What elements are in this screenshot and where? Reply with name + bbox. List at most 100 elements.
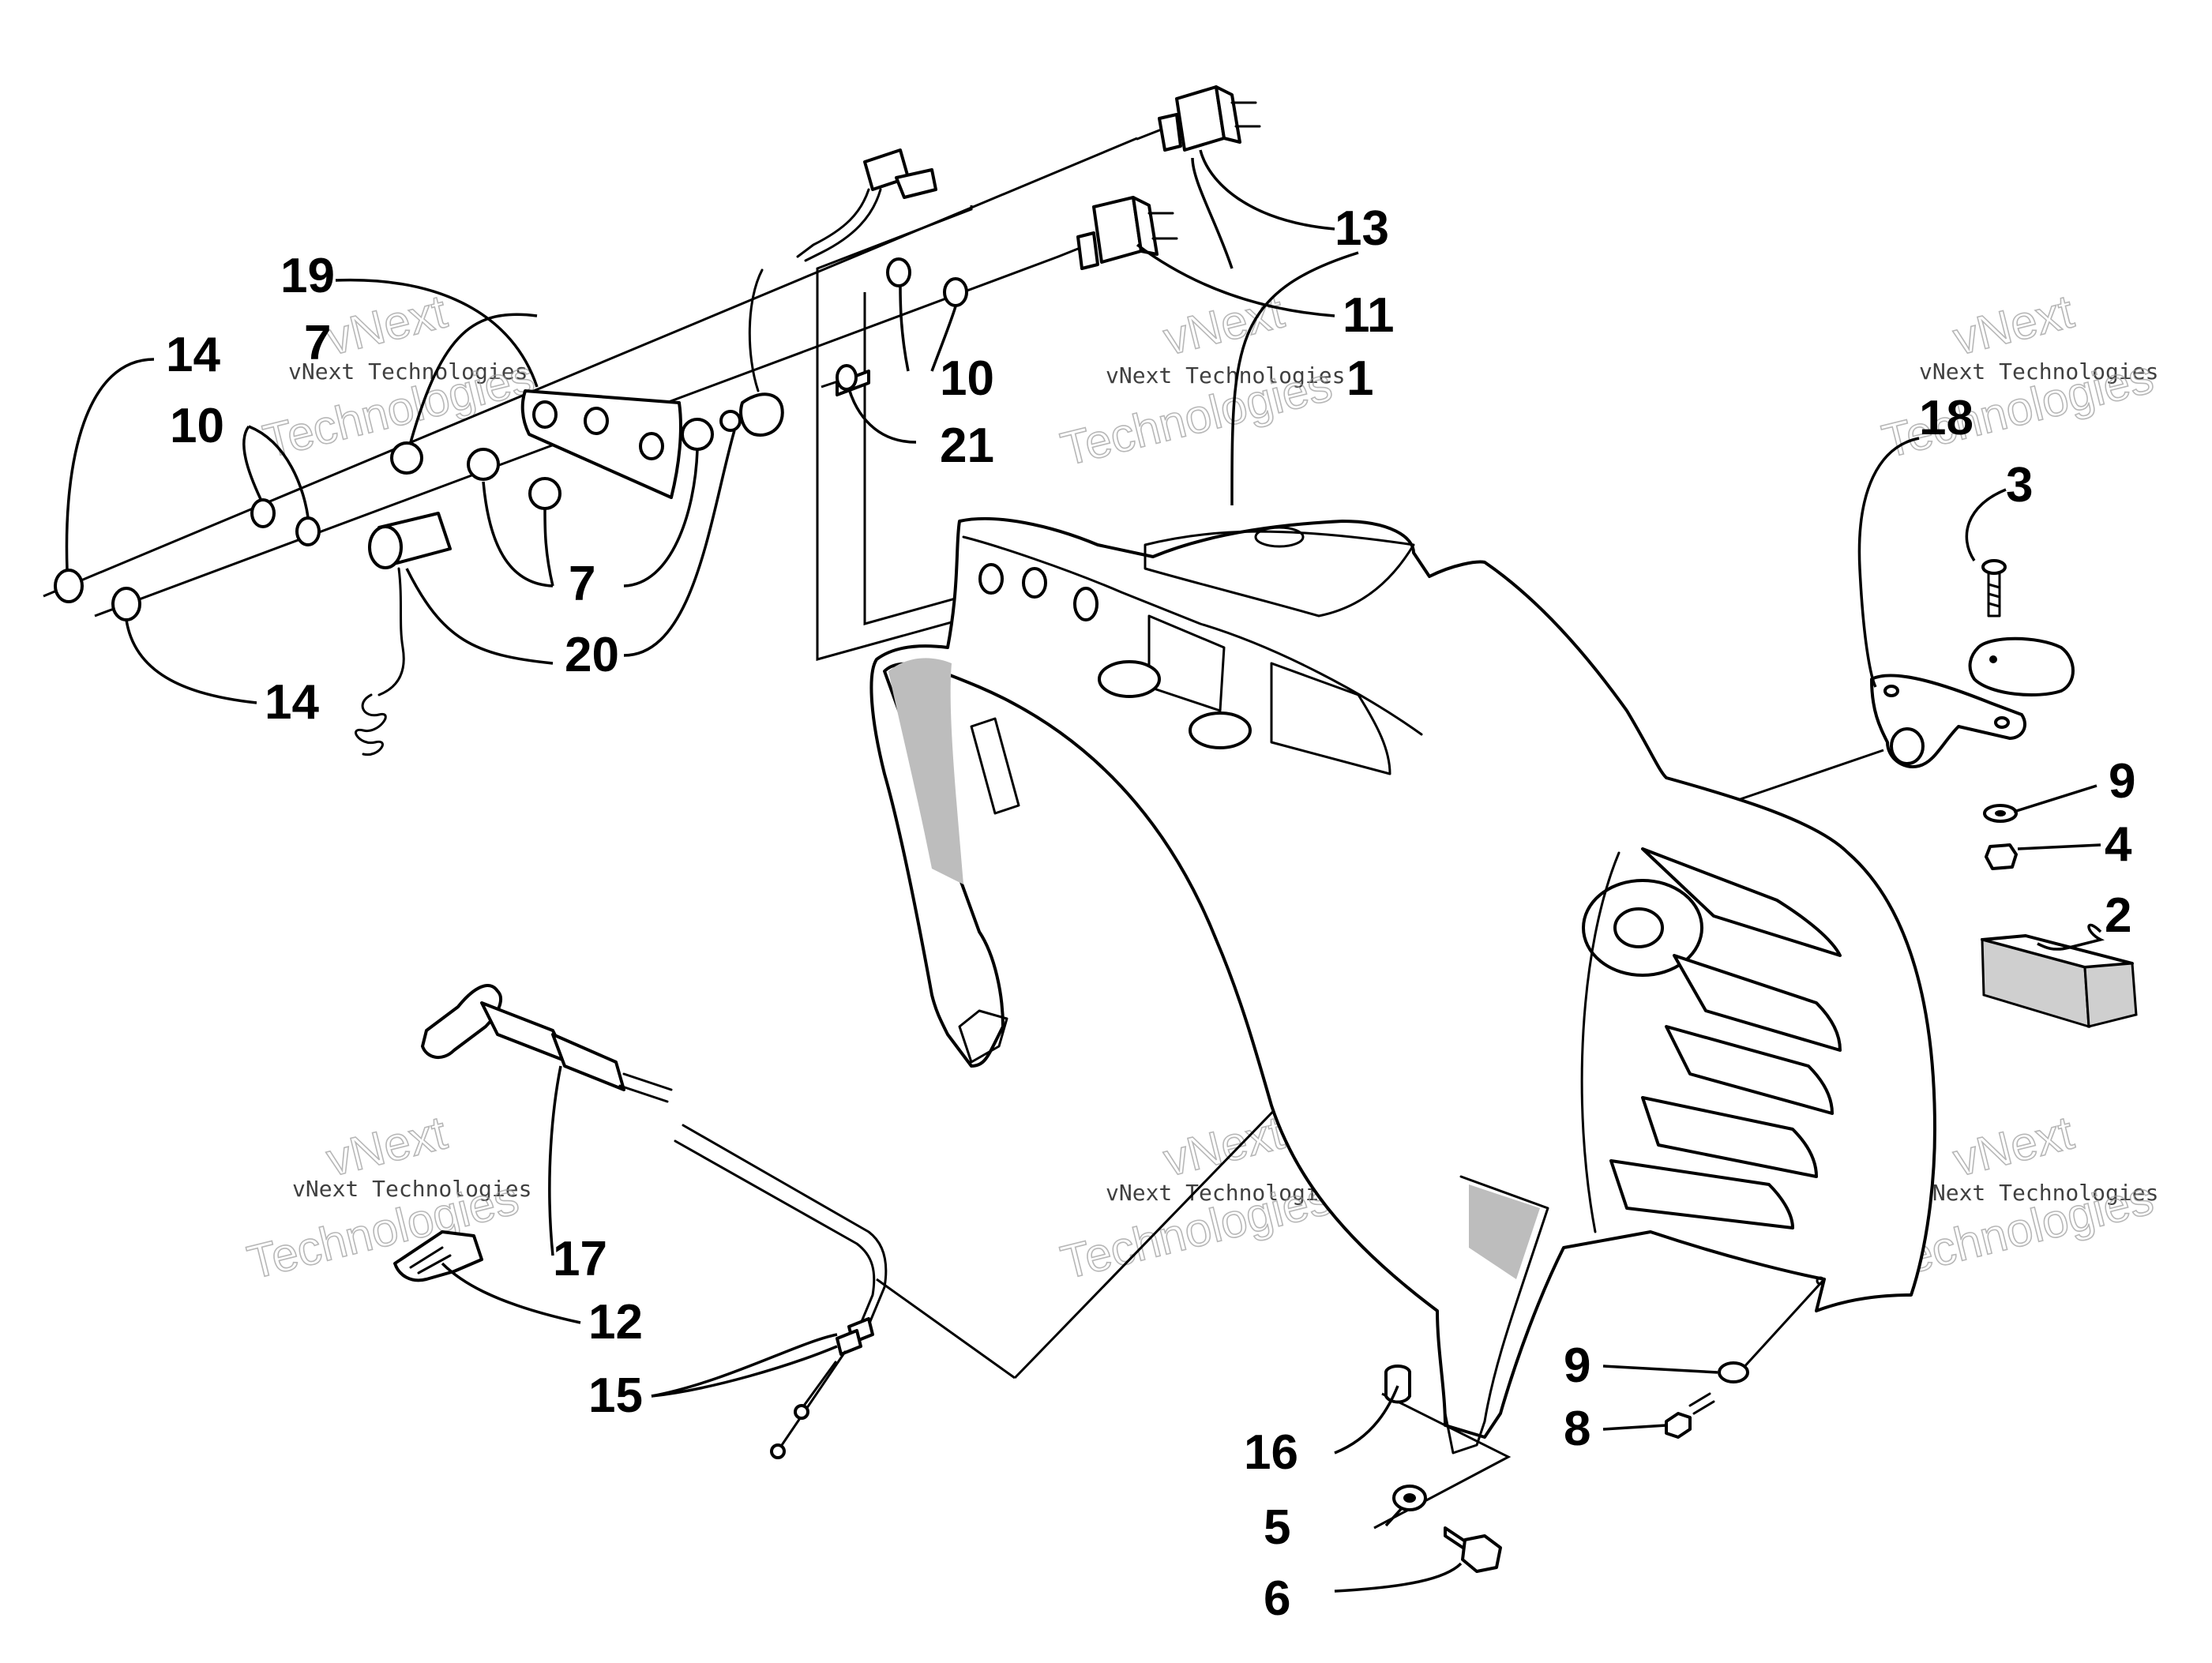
leader-9-b bbox=[1602, 1365, 1718, 1374]
hood-lower-panel bbox=[1459, 1175, 1549, 1423]
cable-17-wire-1 bbox=[682, 1124, 888, 1336]
callout-21: 21 bbox=[940, 419, 994, 473]
harness-wire-1 bbox=[796, 188, 870, 258]
leader-7-a bbox=[409, 313, 538, 443]
screw-8-thread bbox=[1688, 1392, 1715, 1415]
key-switch-face bbox=[368, 525, 403, 569]
nut-4 bbox=[1985, 843, 2018, 870]
cable-end-15-a bbox=[770, 1443, 786, 1459]
switch-11-side bbox=[1132, 196, 1159, 256]
hood-opening-right bbox=[1270, 662, 1391, 775]
hood-assembly bbox=[869, 516, 1936, 1455]
washer-5-hole bbox=[1403, 1493, 1416, 1503]
screw-3-head bbox=[1981, 559, 2007, 575]
leader-18 bbox=[1857, 437, 1920, 688]
bushing-16 bbox=[1384, 1365, 1411, 1404]
hood-hole-1 bbox=[978, 563, 1004, 595]
hood-screw-hole bbox=[1816, 1276, 1825, 1286]
washer-9-upper-hole bbox=[1995, 810, 2006, 816]
callout-14-a: 14 bbox=[166, 328, 220, 382]
decal-19-hole-1 bbox=[532, 400, 558, 429]
screw-3-thread bbox=[1987, 583, 2001, 608]
leader-1-to-hood bbox=[1230, 251, 1359, 506]
bracket-18-hole-1 bbox=[1883, 685, 1899, 697]
leader-lines bbox=[65, 149, 2105, 1593]
hood-headlight-hole bbox=[1613, 907, 1664, 948]
watermark-line1: vNext Technologies bbox=[288, 359, 528, 385]
washer-10-upper bbox=[886, 257, 968, 307]
leader-21 bbox=[847, 388, 917, 444]
grille-louver-1 bbox=[1641, 847, 1842, 957]
axis-cable-end bbox=[876, 1278, 1016, 1380]
hood-lower-shade bbox=[1469, 1184, 1540, 1279]
bracket-18-pad bbox=[1968, 636, 2075, 696]
leader-10-d bbox=[248, 425, 310, 518]
washer-9-nut-4 bbox=[1983, 804, 2018, 870]
callout-7-a: 7 bbox=[304, 316, 331, 370]
cable-end-15-a-wire bbox=[780, 1350, 847, 1447]
watermark-line1: vNext Technologies bbox=[1919, 1180, 2158, 1206]
leader-11 bbox=[1136, 243, 1335, 317]
leader-10-b bbox=[930, 306, 957, 372]
grille-louver-5 bbox=[1609, 1159, 1794, 1229]
callout-9-b: 9 bbox=[1564, 1338, 1590, 1393]
callout-4: 4 bbox=[2105, 817, 2132, 872]
cable-assembly-17 bbox=[421, 983, 888, 1356]
washer-9-screw-8 bbox=[1665, 1361, 1749, 1439]
toggle-switch-11 bbox=[1057, 196, 1178, 270]
hood-left-tab bbox=[958, 1009, 1008, 1064]
hood-hole-2 bbox=[1022, 567, 1047, 599]
washer-9-lower bbox=[1718, 1361, 1749, 1383]
watermark-brand: vNext bbox=[321, 284, 452, 365]
leader-17 bbox=[548, 1065, 562, 1256]
key-switch-coil bbox=[355, 693, 387, 756]
ground-wire-20-top bbox=[719, 268, 784, 437]
callout-14-b: 14 bbox=[265, 675, 319, 730]
watermark-line1: vNext Technologies bbox=[292, 1176, 531, 1202]
switch-11-lever bbox=[1057, 247, 1080, 258]
switch-11-bushing bbox=[1076, 231, 1099, 270]
hood-windshield-tab bbox=[1144, 530, 1415, 618]
leader-13 bbox=[1199, 149, 1335, 231]
leader-7-d bbox=[623, 449, 699, 587]
hood-bump-1 bbox=[1098, 660, 1161, 698]
watermark-brand: vNext bbox=[1948, 284, 2079, 365]
leader-5 bbox=[1384, 1507, 1403, 1527]
screw-6-head bbox=[1461, 1534, 1502, 1573]
axis-washer-9 bbox=[1740, 1278, 1826, 1372]
hood-lower-tab bbox=[1444, 1412, 1486, 1455]
grille-louver-2 bbox=[1673, 954, 1842, 1052]
leader-14-b bbox=[125, 619, 257, 704]
watermark-top-left: vNext vNext Technologies Technologies bbox=[257, 284, 540, 469]
hood-opening-left bbox=[1147, 614, 1226, 712]
bracket-18-eye bbox=[1890, 727, 1925, 765]
bracket-18-pad-hole bbox=[1989, 655, 1997, 663]
callout-12: 12 bbox=[588, 1295, 643, 1350]
washer-10-c bbox=[250, 498, 276, 528]
watermark-brand: vNext bbox=[321, 1106, 452, 1186]
wire-harness-connector bbox=[796, 148, 937, 262]
leader-19 bbox=[335, 278, 539, 388]
callout-11: 11 bbox=[1343, 288, 1395, 343]
decal-19-plate bbox=[520, 389, 682, 499]
leader-15-b bbox=[651, 1345, 838, 1398]
decal-19-hole-3 bbox=[639, 432, 664, 460]
harness-socket bbox=[895, 168, 937, 199]
bracket-18 bbox=[1870, 636, 2075, 768]
watermark-brand: vNext bbox=[1159, 284, 1289, 365]
callout-17: 17 bbox=[553, 1232, 607, 1286]
hood-slot bbox=[1254, 526, 1305, 548]
grille-frame bbox=[1580, 851, 1621, 1233]
callout-10-a: 10 bbox=[940, 351, 994, 406]
cable-17-ferrule-2 bbox=[836, 1329, 862, 1356]
hood-bump-2 bbox=[1189, 711, 1252, 749]
leader-1 bbox=[1191, 157, 1234, 269]
cable-ends-15 bbox=[770, 1350, 847, 1459]
washer-10-a bbox=[886, 257, 911, 287]
harness-wire-2 bbox=[804, 188, 882, 262]
cable-17-sleeve bbox=[480, 1001, 570, 1064]
hood-body bbox=[869, 516, 1936, 1439]
nut-14-a bbox=[54, 569, 84, 603]
washer-5-screw-6 bbox=[1392, 1485, 1502, 1573]
